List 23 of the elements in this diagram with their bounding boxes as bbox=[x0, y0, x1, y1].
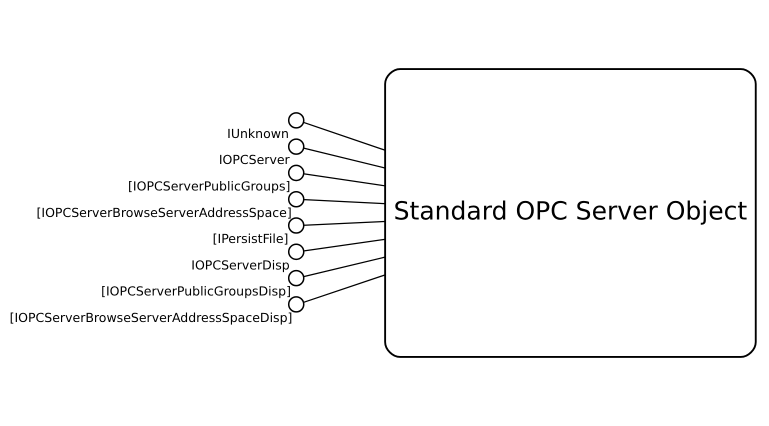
connector bbox=[304, 256, 386, 278]
node-label: IUnknown bbox=[227, 126, 289, 141]
node-circle bbox=[288, 138, 304, 155]
connector bbox=[304, 173, 385, 186]
node-label: [IOPCServerPublicGroups] bbox=[128, 178, 290, 194]
connector bbox=[304, 198, 385, 204]
node-circle bbox=[288, 164, 304, 182]
node-circle bbox=[288, 244, 304, 260]
node-box: Standard OPC Server Object bbox=[384, 68, 757, 358]
connector bbox=[303, 122, 386, 151]
connector bbox=[304, 148, 386, 169]
node-label: IOPCServer bbox=[218, 152, 290, 168]
connector bbox=[304, 238, 385, 252]
connector bbox=[304, 220, 385, 226]
node-label: [IOPCServerPublicGroupsDisp] bbox=[101, 284, 292, 299]
node-circle bbox=[288, 112, 304, 129]
node-label: IOPCServerDisp bbox=[191, 257, 290, 272]
node-label: [IPersistFile] bbox=[212, 231, 288, 246]
node-circle bbox=[288, 190, 304, 208]
node-circle bbox=[288, 270, 304, 286]
connector bbox=[303, 274, 386, 303]
node-label: [IOPCServerBrowseServerAddressSpace] bbox=[36, 204, 292, 220]
node-label: [IOPCServerBrowseServerAddressSpaceDisp] bbox=[10, 310, 292, 325]
